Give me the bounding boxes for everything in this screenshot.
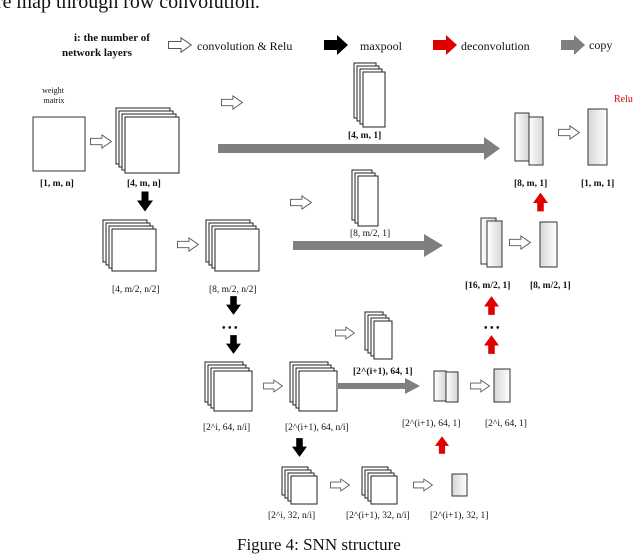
- legend-deconvolution-label: deconvolution: [461, 39, 530, 53]
- dim-label: [8, m/2, n/2]: [209, 285, 257, 295]
- feature-map-stack: [205, 219, 260, 272]
- legend: i: the number of network layers convolut…: [62, 32, 612, 59]
- output-map: [587, 108, 608, 166]
- weight-matrix-block: [32, 116, 86, 172]
- copy-arrow: [293, 234, 443, 257]
- deconvolution-arrow: [533, 192, 548, 212]
- output-map: [539, 221, 558, 268]
- feature-map-stack: [102, 219, 157, 272]
- feature-map-stack: [361, 466, 398, 505]
- maxpool-arrow: [226, 296, 241, 315]
- legend-maxpool-label: maxpool: [360, 39, 403, 53]
- copy-arrow: [338, 378, 420, 394]
- maxpool-arrow: [292, 438, 307, 457]
- dim-label: [2^(i+1), 32, n/i]: [346, 510, 410, 521]
- feature-map-stack: [281, 466, 318, 505]
- convolution-arrow: [558, 125, 580, 140]
- deconvolution-arrow: [435, 436, 449, 454]
- output-map: [493, 368, 511, 403]
- pooled-feature-stack: [353, 62, 386, 128]
- ellipsis: • • •: [222, 323, 238, 334]
- relu-label: Relu: [614, 94, 633, 105]
- dim-label: [1, m, 1]: [581, 179, 614, 189]
- dim-label: [4, m/2, n/2]: [112, 285, 160, 295]
- dim-label: [2^(i+1), 64, 1]: [353, 366, 412, 377]
- dim-label: [4, m, n]: [127, 179, 161, 189]
- dim-label: [4, m, 1]: [348, 131, 381, 141]
- dim-label: [2^i, 32, n/i]: [268, 511, 315, 521]
- maxpool-arrow: [226, 335, 241, 354]
- dim-label: [2^(i+1), 32, 1]: [430, 510, 488, 521]
- convolution-arrow: [290, 195, 312, 210]
- convolution-legend-icon: [168, 37, 192, 53]
- convolution-arrow: [221, 95, 243, 110]
- pooled-feature-stack: [364, 311, 393, 360]
- dim-label: [8, m, 1]: [514, 179, 547, 189]
- dim-label: [2^(i+1), 64, 1]: [402, 418, 460, 429]
- dim-label: [1, m, n]: [40, 179, 74, 189]
- deconvolution-arrow: [484, 296, 499, 315]
- maxpool-legend-icon: [324, 35, 348, 55]
- dim-label: [2^(i+1), 64, n/i]: [285, 422, 349, 433]
- dim-label: [8, m/2, 1]: [530, 281, 571, 291]
- copy-legend-icon: [561, 35, 585, 55]
- maxpool-arrow: [137, 191, 153, 212]
- top-caption: re map through row convolution.: [0, 0, 260, 13]
- dim-label: [2^i, 64, 1]: [485, 419, 527, 429]
- dim-label: [16, m/2, 1]: [465, 281, 510, 291]
- convolution-arrow: [90, 134, 112, 149]
- layers-note: i: the number of network layers: [62, 32, 153, 59]
- convolution-arrow: [330, 478, 350, 492]
- dim-label: [8, m/2, 1]: [350, 229, 390, 239]
- legend-copy-label: copy: [589, 38, 612, 52]
- dim-label: [2^i, 64, n/i]: [203, 423, 250, 433]
- copy-arrow: [218, 137, 500, 160]
- deconvolution-arrow: [484, 335, 499, 354]
- pooled-feature-stack: [351, 169, 379, 227]
- convolution-arrow: [509, 235, 531, 250]
- convolution-arrow: [470, 379, 490, 393]
- convolution-arrow: [263, 379, 283, 393]
- concat-stack: [480, 217, 503, 268]
- feature-map-stack: [115, 107, 180, 174]
- feature-map-stack: [289, 361, 338, 412]
- ellipsis: • • •: [484, 323, 500, 334]
- concat-stack: [514, 112, 544, 166]
- legend-convolution-label: convolution & Relu: [197, 39, 292, 53]
- deconvolution-legend-icon: [433, 35, 457, 55]
- concat-stack: [433, 370, 459, 403]
- figure-caption: Figure 4: SNN structure: [237, 535, 401, 554]
- convolution-arrow: [335, 326, 355, 340]
- convolution-arrow: [413, 478, 433, 492]
- weight-matrix-label: weight matrix: [42, 86, 66, 105]
- output-map: [451, 473, 468, 497]
- feature-map-stack: [204, 361, 253, 412]
- convolution-arrow: [177, 237, 199, 252]
